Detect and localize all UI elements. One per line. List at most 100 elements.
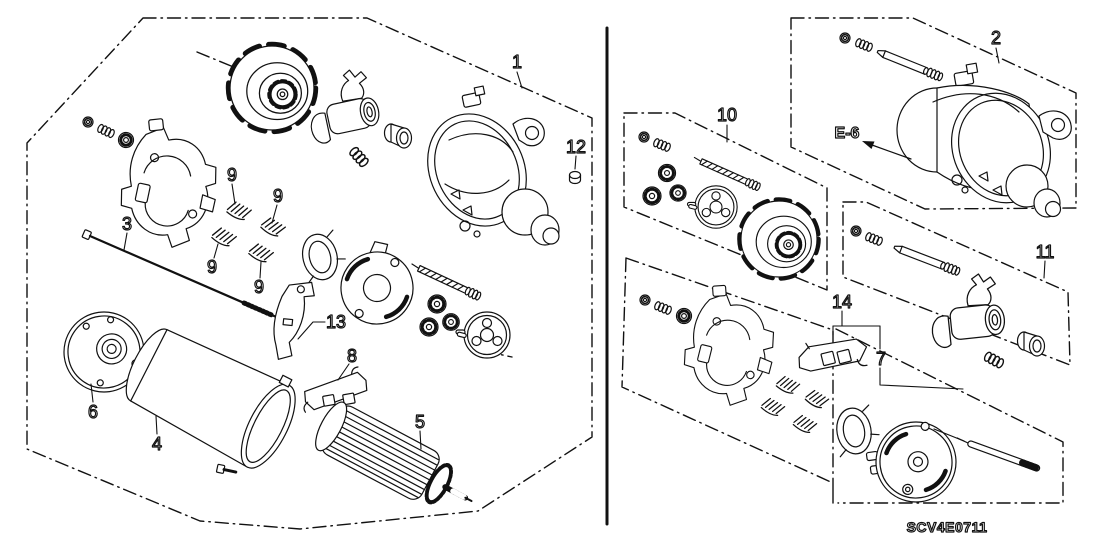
callout-4[interactable]: 4 xyxy=(151,433,162,454)
coil-spring-part xyxy=(95,122,117,140)
callout-5[interactable]: 5 xyxy=(414,411,425,432)
callout-leader-1 xyxy=(516,71,523,89)
gear-kit-boundary xyxy=(623,112,828,291)
gear-housing-part xyxy=(427,85,560,246)
through-bolt-part xyxy=(956,437,1042,472)
callout-8[interactable]: 8 xyxy=(346,345,357,366)
callout-leader-5 xyxy=(419,430,422,450)
callout-leader-2 xyxy=(995,47,1000,64)
callout-13[interactable]: 13 xyxy=(325,311,346,332)
grommet-part xyxy=(1016,331,1046,357)
callout-9-3[interactable]: 9 xyxy=(206,256,217,277)
starter-assy-boundary xyxy=(790,17,1077,210)
brush-spring-part xyxy=(209,225,239,250)
solenoid-part xyxy=(926,271,1008,350)
reference-arrow xyxy=(862,141,912,160)
end-cover-part xyxy=(678,281,779,409)
terminal-bolt-part xyxy=(215,463,238,474)
callout-9-4[interactable]: 9 xyxy=(253,276,264,297)
brush-spring-part xyxy=(774,373,802,397)
planet-gear-part xyxy=(441,312,461,332)
callout-12[interactable]: 12 xyxy=(565,136,586,157)
knurled-nut-part xyxy=(117,131,135,149)
brush-spring-part xyxy=(759,395,787,419)
callout-leader-11 xyxy=(1043,260,1046,279)
plunger-part xyxy=(875,46,945,83)
brush-spring-part xyxy=(224,198,254,224)
callout-leader-9-4 xyxy=(259,261,262,279)
cover-kit-boundary xyxy=(621,257,834,504)
planetary-clutch-part xyxy=(228,44,315,131)
callout-6[interactable]: 6 xyxy=(87,401,98,422)
callout-14[interactable]: 14 xyxy=(831,291,852,312)
planet-gear-part xyxy=(641,185,663,207)
washer-part xyxy=(639,294,651,306)
cap-part xyxy=(568,170,582,185)
coil-spring-part xyxy=(863,231,885,247)
callout-10[interactable]: 10 xyxy=(716,104,737,125)
callout-leader-4 xyxy=(155,415,158,435)
overrunning-clutch-part xyxy=(740,200,819,279)
grommet-part xyxy=(383,123,413,149)
callout-leader-7 xyxy=(879,367,964,390)
output-shaft-part xyxy=(691,153,762,193)
brush-holder-piece-part xyxy=(798,338,868,372)
callout-leader-8 xyxy=(337,363,350,381)
solenoid-spring-part xyxy=(347,145,371,169)
knurled-nut-part xyxy=(675,307,693,325)
rear-cover-part xyxy=(865,421,957,503)
switch-kit-boundary xyxy=(842,201,1071,366)
coil-spring-part xyxy=(652,300,674,316)
planet-gear-part xyxy=(668,183,688,203)
callout-1[interactable]: 1 xyxy=(511,51,522,72)
starter-assembly-part xyxy=(896,62,1072,218)
bracket-stay-part xyxy=(273,281,315,360)
callout-2[interactable]: 2 xyxy=(990,27,1001,48)
brush-spring-part xyxy=(803,388,831,411)
washer-part xyxy=(638,131,650,143)
planet-carrier-part xyxy=(686,185,738,229)
gasket-part xyxy=(831,403,883,458)
washer-part xyxy=(82,116,94,128)
reference-link-e6[interactable]: E-6 xyxy=(834,124,860,142)
clutch-kit-boundary xyxy=(835,328,1064,504)
left-assembly-boundary xyxy=(26,17,593,530)
brush-spring-part xyxy=(791,412,819,436)
brush-spring-part xyxy=(246,241,276,266)
planet-gear-part xyxy=(426,293,448,315)
callout-9[interactable]: 9 xyxy=(226,164,237,185)
washer-part xyxy=(839,32,851,44)
center-plate-part xyxy=(340,241,414,325)
coil-spring-part xyxy=(853,37,875,53)
planet-gear-part xyxy=(656,162,678,184)
callout-leader-6 xyxy=(90,383,94,403)
callout-leader-9 xyxy=(231,183,236,205)
callout-9-2[interactable]: 9 xyxy=(272,185,283,206)
solenoid-spring-part xyxy=(982,350,1006,370)
through-bolt-part xyxy=(81,229,277,319)
callout-leader-12 xyxy=(574,155,577,170)
coil-spring-part xyxy=(651,137,673,153)
right-exploded-groups xyxy=(638,32,1072,503)
callout-leader-3 xyxy=(123,232,128,251)
plunger-part xyxy=(892,242,962,277)
callout-7[interactable]: 7 xyxy=(875,348,886,369)
view-boundaries xyxy=(26,17,1077,530)
washer-part xyxy=(850,225,862,237)
callout-leader-9-3 xyxy=(213,243,219,259)
brush-holder-part xyxy=(303,366,368,413)
planet-gear-part xyxy=(418,316,440,338)
armature-part xyxy=(315,401,473,505)
callout-leader-9-2 xyxy=(271,204,278,224)
left-exploded-assembly xyxy=(63,44,582,505)
callout-11[interactable]: 11 xyxy=(1035,241,1055,262)
output-shaft-part xyxy=(409,260,483,302)
gasket-part xyxy=(296,228,350,285)
callout-3[interactable]: 3 xyxy=(121,213,132,234)
yoke-part xyxy=(125,328,296,469)
callout-leader-13 xyxy=(297,321,326,340)
end-frame-part xyxy=(63,311,145,393)
